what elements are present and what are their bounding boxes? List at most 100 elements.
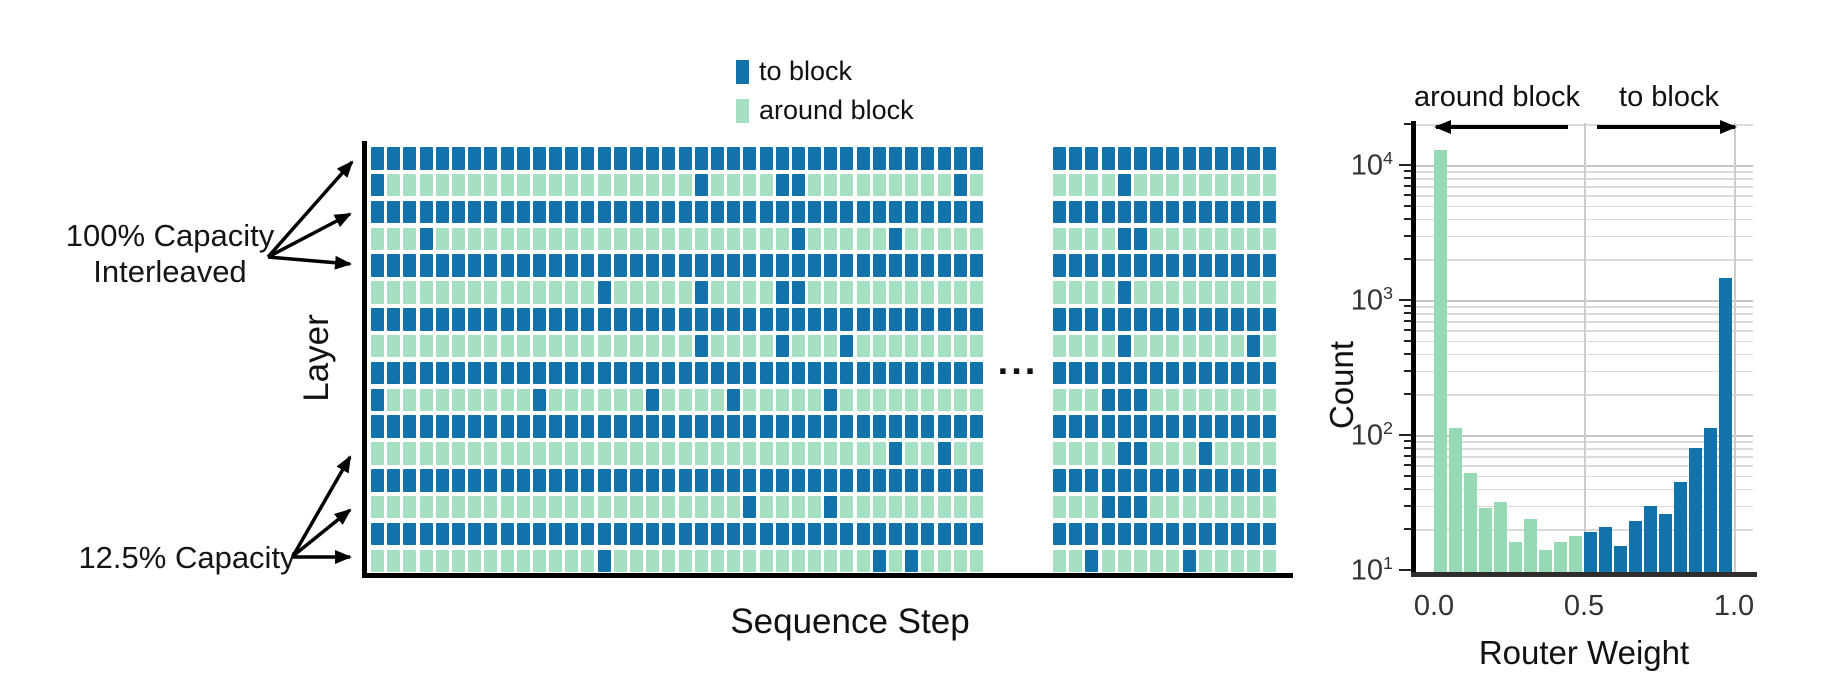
cell-to-block [662, 522, 676, 546]
cell-around-block [1166, 495, 1180, 519]
cell-around-block [889, 173, 902, 197]
cell-around-block [678, 549, 692, 573]
cell-to-block [1053, 147, 1066, 170]
cell-to-block [710, 415, 724, 438]
cell-around-block [387, 495, 401, 519]
cell-around-block [727, 334, 741, 358]
cell-to-block [1150, 361, 1164, 385]
cell-around-block [1166, 334, 1180, 358]
cell-to-block [840, 308, 854, 331]
cell-around-block [759, 227, 773, 251]
cell-around-block [662, 442, 676, 465]
cell-around-block [1101, 227, 1115, 251]
cell-around-block [1133, 334, 1147, 358]
cell-around-block [565, 334, 579, 358]
cell-around-block [921, 281, 935, 304]
y-minor-tick [1404, 463, 1412, 466]
cell-around-block [1069, 495, 1083, 519]
cell-to-block [889, 308, 902, 331]
cell-around-block [419, 173, 433, 197]
cell-around-block [759, 281, 773, 304]
cell-to-block [565, 147, 579, 170]
cell-to-block [775, 361, 789, 385]
cell-around-block [581, 281, 595, 304]
cell-to-block [889, 442, 902, 465]
cell-to-block [1247, 308, 1261, 331]
cell-around-block [694, 549, 708, 573]
cell-around-block [581, 442, 595, 465]
cell-to-block [387, 415, 401, 438]
cell-around-block [1214, 173, 1228, 197]
cell-around-block [1053, 442, 1066, 465]
cell-around-block [808, 388, 822, 412]
cell-around-block [1198, 388, 1212, 412]
cell-around-block [613, 334, 627, 358]
cell-around-block [371, 442, 384, 465]
cell-to-block [791, 361, 805, 385]
cell-around-block [597, 442, 611, 465]
cell-around-block [824, 334, 838, 358]
cell-to-block [468, 469, 482, 492]
cell-around-block [581, 388, 595, 412]
cell-around-block [840, 442, 854, 465]
cell-to-block [1101, 308, 1115, 331]
cell-to-block [1231, 361, 1245, 385]
cell-to-block [516, 522, 530, 546]
cell-around-block [500, 549, 514, 573]
cell-to-block [549, 254, 563, 277]
cell-around-block [1085, 334, 1099, 358]
cell-to-block [872, 308, 886, 331]
cell-around-block [824, 173, 838, 197]
cell-to-block [1101, 200, 1115, 224]
cell-to-block [419, 200, 433, 224]
cell-to-block [1231, 200, 1245, 224]
cell-around-block [484, 227, 498, 251]
cell-around-block [646, 495, 660, 519]
cell-around-block [597, 388, 611, 412]
cell-to-block [630, 361, 643, 385]
cell-around-block [969, 495, 983, 519]
cell-around-block [743, 281, 757, 304]
y-minor-tick [1404, 454, 1412, 457]
cell-around-block [840, 495, 854, 519]
cell-to-block [1150, 200, 1164, 224]
cell-to-block [516, 361, 530, 385]
cell-to-block [662, 147, 676, 170]
cell-to-block [678, 361, 692, 385]
hist-bar-to-block [1584, 532, 1597, 572]
cell-to-block [549, 469, 563, 492]
cell-to-block [1214, 147, 1228, 170]
cell-around-block [597, 495, 611, 519]
cell-around-block [856, 442, 870, 465]
cell-around-block [678, 334, 692, 358]
cell-to-block [808, 200, 822, 224]
cell-to-block [824, 147, 838, 170]
cell-to-block [872, 200, 886, 224]
cell-to-block [1150, 308, 1164, 331]
y-minor-tick [1404, 440, 1412, 443]
cell-around-block [969, 334, 983, 358]
cell-to-block [403, 415, 417, 438]
cell-to-block [532, 254, 546, 277]
cell-to-block [1214, 522, 1228, 546]
cell-to-block [743, 522, 757, 546]
cell-around-block [484, 334, 498, 358]
cell-to-block [743, 200, 757, 224]
cell-to-block [1101, 361, 1115, 385]
cell-around-block [1069, 549, 1083, 573]
cell-to-block [646, 200, 660, 224]
cell-to-block [1247, 254, 1261, 277]
cell-to-block [743, 147, 757, 170]
y-minor-tick [1404, 312, 1412, 315]
cell-around-block [856, 388, 870, 412]
cell-to-block [937, 147, 951, 170]
cell-to-block [646, 361, 660, 385]
cell-to-block [662, 308, 676, 331]
cell-around-block [937, 227, 951, 251]
cell-to-block [856, 415, 870, 438]
cell-around-block [905, 227, 919, 251]
cell-to-block [1117, 281, 1131, 304]
cell-to-block [630, 254, 643, 277]
cell-to-block [1101, 522, 1115, 546]
